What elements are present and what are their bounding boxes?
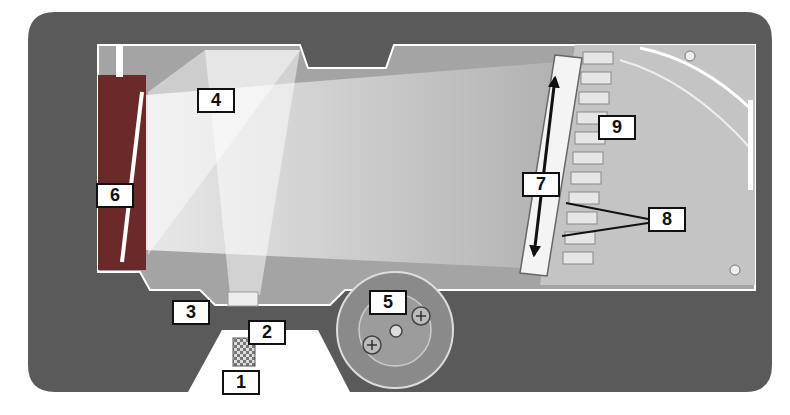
- mirror: [122, 92, 142, 262]
- light-beam: [146, 62, 558, 268]
- comb-cell: [571, 172, 601, 184]
- comb-cell: [573, 152, 603, 164]
- motor-housing: [337, 272, 453, 388]
- comb-cell: [579, 92, 609, 104]
- leader-line: [562, 223, 648, 236]
- mirror-mount: [116, 45, 123, 77]
- comb-cell: [567, 212, 597, 224]
- comb-cell: [583, 52, 613, 64]
- callout-number: 9: [598, 115, 636, 140]
- callout-number: 4: [197, 88, 235, 113]
- callout-number: 3: [172, 300, 210, 325]
- screw-cross: [367, 311, 426, 350]
- mirror-block: [98, 75, 146, 270]
- callout-number: 1: [222, 370, 260, 395]
- comb-cell: [563, 252, 593, 264]
- cable: [640, 48, 752, 110]
- callout-number: 8: [648, 207, 686, 232]
- motion-arrow: [534, 78, 555, 255]
- callout-number: 2: [248, 320, 286, 345]
- scan-strip: [520, 55, 582, 276]
- housing-frame: [28, 12, 772, 392]
- edge-strip: [748, 100, 753, 190]
- fastener: [685, 51, 695, 61]
- interior-panel: [98, 45, 755, 305]
- shaft: [390, 325, 402, 337]
- comb-cell: [581, 72, 611, 84]
- cable: [620, 60, 752, 150]
- lamp-lens: [228, 292, 258, 306]
- callout-number: 7: [522, 172, 560, 197]
- leader-line: [566, 203, 648, 219]
- comb-cell: [569, 192, 599, 204]
- fastener: [730, 265, 740, 275]
- callout-number: 6: [96, 183, 134, 208]
- callout-number: 5: [369, 290, 407, 315]
